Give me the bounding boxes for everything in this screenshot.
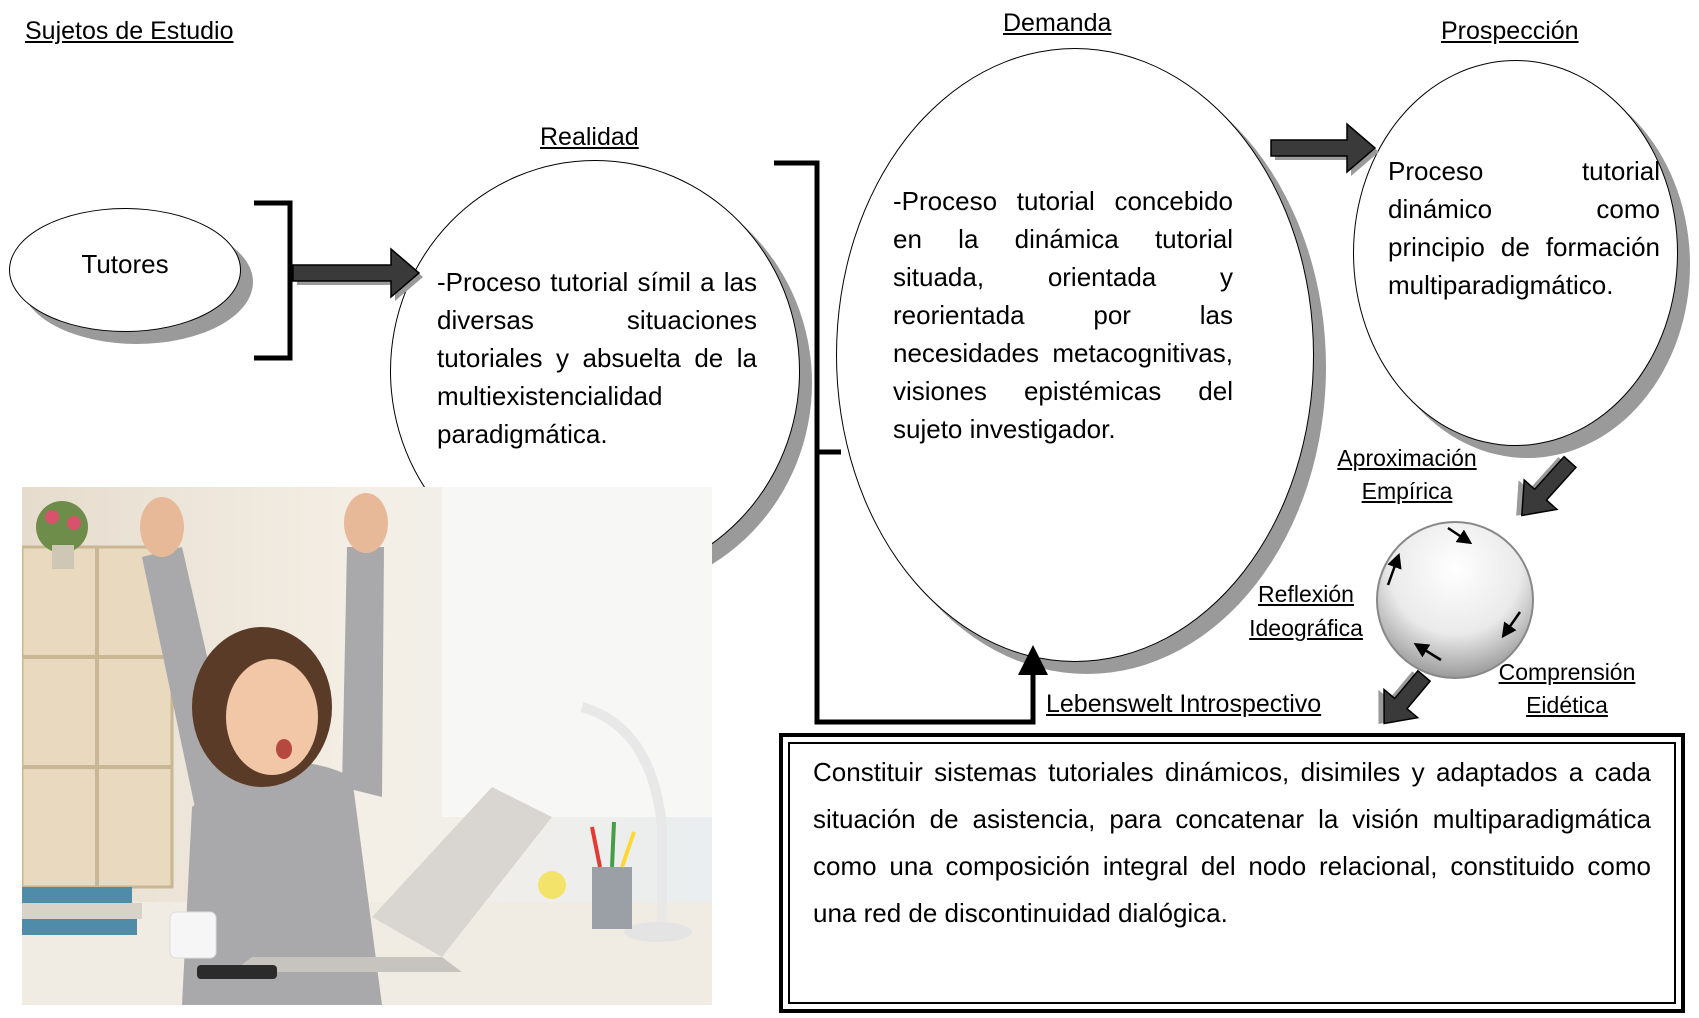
arrow-to-prospeccion bbox=[1270, 122, 1379, 176]
label-comprension-eidetica: Comprensión Eidética bbox=[1498, 659, 1636, 718]
tutores-bracket bbox=[254, 200, 293, 361]
cycle-sphere bbox=[1376, 521, 1534, 679]
label-aproximacion-empirica: Aproximación Empírica bbox=[1337, 445, 1477, 504]
heading-sujetos-de-estudio: Sujetos de Estudio bbox=[25, 17, 234, 45]
label-lebenswelt: Lebenswelt Introspectivo bbox=[1046, 690, 1322, 718]
arrow-to-conclusion bbox=[1378, 669, 1432, 725]
realidad-text: -Proceso tutorial símil a las diversas s… bbox=[437, 267, 757, 449]
arrow-to-realidad bbox=[292, 247, 423, 301]
cycle-arrow-3 bbox=[1413, 643, 1442, 662]
heading-realidad: Realidad bbox=[540, 123, 639, 151]
conclusion-box: Constituir sistemas tutoriales dinámicos… bbox=[779, 733, 1685, 1013]
conclusion-inner-border bbox=[788, 742, 1676, 1004]
prospeccion-ellipse bbox=[1353, 60, 1678, 446]
feedback-loop-line bbox=[774, 160, 1048, 725]
student-laptop-photo bbox=[22, 487, 712, 1005]
cycle-arrow-4 bbox=[1386, 552, 1402, 586]
heading-prospeccion: Prospección bbox=[1441, 17, 1579, 45]
demanda-ellipse bbox=[836, 48, 1314, 662]
tutores-label: Tutores bbox=[81, 249, 169, 279]
demanda-text: -Proceso tutorial concebido en la dinámi… bbox=[893, 186, 1233, 444]
cycle-arrow-2 bbox=[1501, 611, 1522, 639]
label-reflexion-ideografica: Reflexión Ideográfica bbox=[1249, 581, 1363, 641]
cycle-arrow-1 bbox=[1447, 526, 1473, 545]
prospeccion-text: Proceso tutorial dinámico como principio… bbox=[1388, 156, 1660, 300]
arrow-to-cycle bbox=[1516, 455, 1578, 517]
heading-demanda: Demanda bbox=[1003, 9, 1112, 37]
tutores-ellipse: Tutores bbox=[9, 208, 241, 332]
conclusion-text: Constituir sistemas tutoriales dinámicos… bbox=[813, 757, 1651, 928]
